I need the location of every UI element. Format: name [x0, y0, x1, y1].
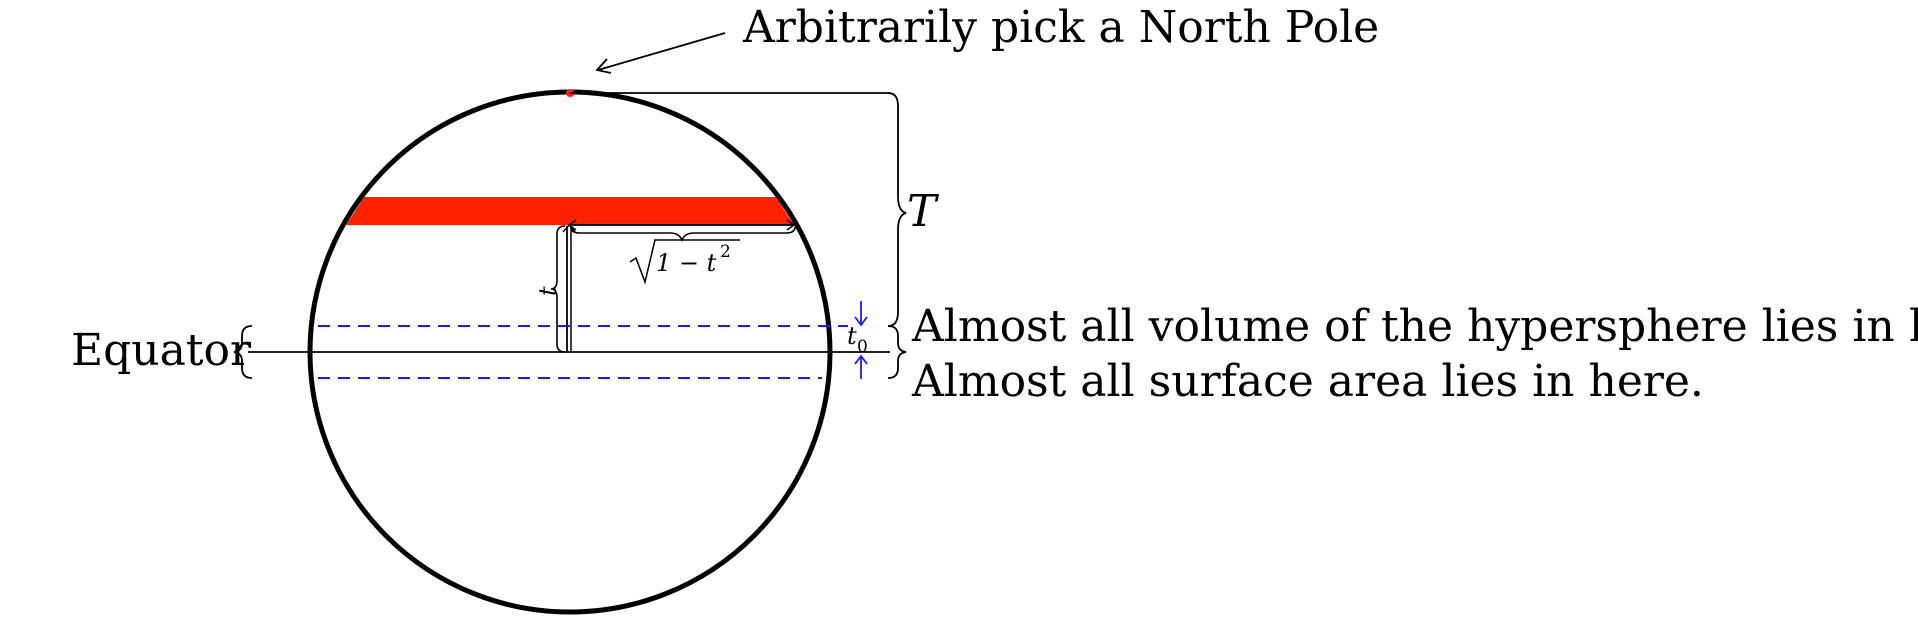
t0-label-sub: 0 [857, 337, 868, 357]
half-chord-arrowhead-right [786, 219, 796, 231]
cap-band [346, 197, 794, 225]
volume-note: Almost all volume of the hypersphere lie… [911, 301, 1918, 352]
equator-label: Equator [71, 325, 252, 376]
t0-arrow-bottom-head [854, 354, 868, 365]
north-pole-arrowhead [595, 58, 612, 74]
T-label: T [907, 186, 940, 237]
sqrt-brace [570, 226, 796, 243]
sqrt-label-exp: 2 [720, 242, 731, 262]
half-chord-arrowhead-left [567, 219, 577, 231]
t0-label-base: t [847, 322, 857, 350]
T-brace [887, 92, 907, 327]
t0-brace [887, 325, 907, 379]
north-pole-arrow-line [597, 32, 726, 71]
t0-arrow-top-head [854, 316, 868, 327]
equator-brace [233, 325, 253, 379]
sqrt-label-body: 1 − t [656, 249, 717, 277]
t-label: t [534, 286, 562, 296]
north-pole-label: Arbitrarily pick a North Pole [742, 2, 1379, 53]
sqrt-symbol [629, 239, 740, 285]
t-brace [550, 225, 566, 353]
surface-note: Almost all surface area lies in here. [911, 356, 1704, 407]
